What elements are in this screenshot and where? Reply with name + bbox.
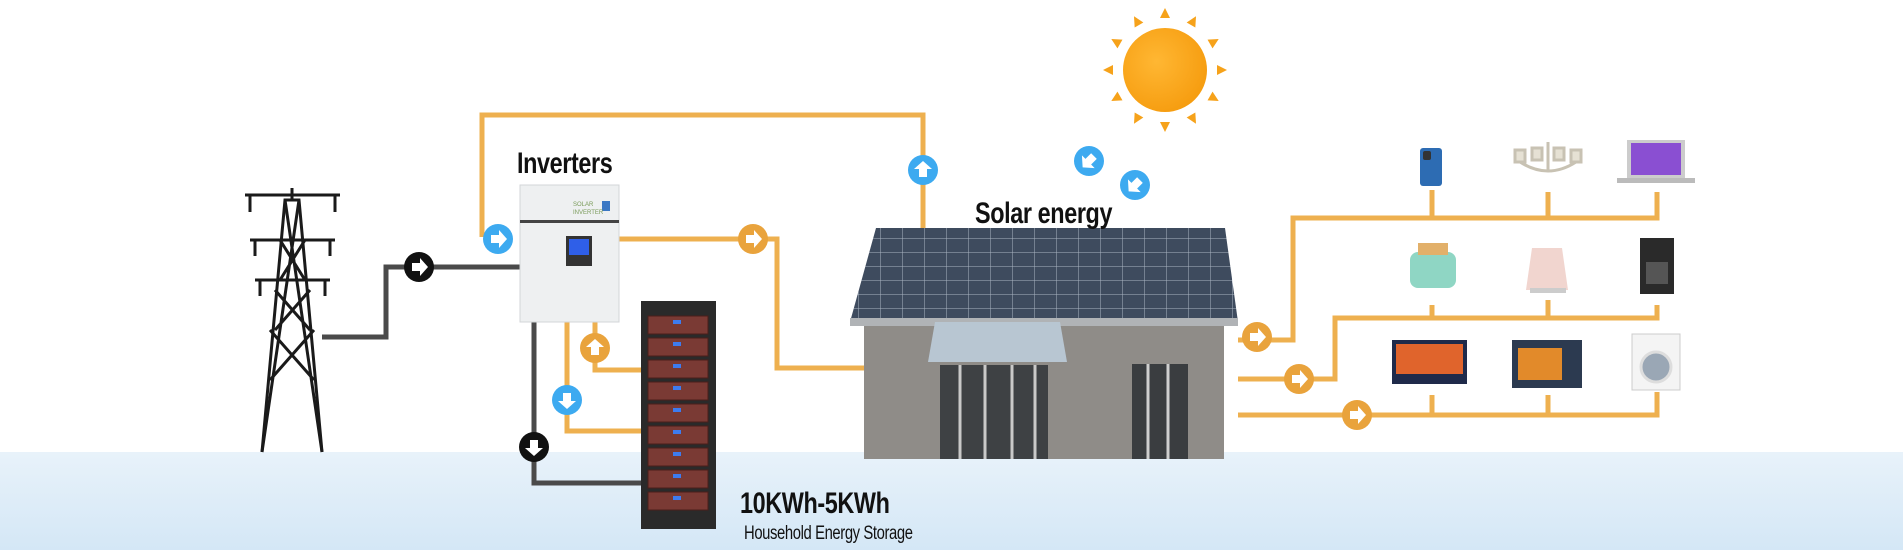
coffee-maker-icon xyxy=(1640,238,1674,294)
inverter-brand-line1: SOLAR xyxy=(573,202,594,208)
oven-icon xyxy=(1512,340,1582,388)
load-arrow-icon xyxy=(1242,322,1272,352)
ground xyxy=(0,452,1903,550)
grid-down-arrow-icon xyxy=(519,432,549,462)
sunlight-arrow-icon xyxy=(1074,146,1104,176)
laptop-icon xyxy=(1617,140,1695,183)
load-arrow-icon xyxy=(1342,400,1372,430)
inverter xyxy=(519,184,620,323)
capacity-label: 10KWh-5KWh xyxy=(740,487,890,520)
television-icon xyxy=(1392,340,1467,384)
inverter-brand-line2: INVERTER xyxy=(573,210,604,216)
grid-lines xyxy=(322,264,643,486)
battery-down-arrow-icon xyxy=(552,385,582,415)
transmission-tower xyxy=(245,188,340,453)
battery-rack xyxy=(641,301,716,529)
toaster-icon xyxy=(1410,243,1456,288)
washing-machine-icon xyxy=(1631,333,1681,391)
inverter-out-arrow-icon xyxy=(738,224,768,254)
appliances xyxy=(1392,140,1695,391)
inverters-label: Inverters xyxy=(517,147,613,180)
sun-icon xyxy=(1103,8,1227,132)
solar-up-arrow-icon xyxy=(908,155,938,185)
solar-energy-label: Solar energy xyxy=(975,197,1113,230)
load-arrow-icon xyxy=(1284,364,1314,394)
smartphone-icon xyxy=(1420,148,1442,186)
sunlight-arrow-icon xyxy=(1120,170,1150,200)
storage-label: Household Energy Storage xyxy=(744,523,913,544)
chandelier-icon xyxy=(1513,142,1583,173)
kettle-icon xyxy=(1526,248,1568,293)
house xyxy=(850,228,1238,459)
grid-arrow-icon xyxy=(404,252,434,282)
battery-up-arrow-icon xyxy=(580,333,610,363)
inverter-in-arrow-icon xyxy=(483,224,513,254)
